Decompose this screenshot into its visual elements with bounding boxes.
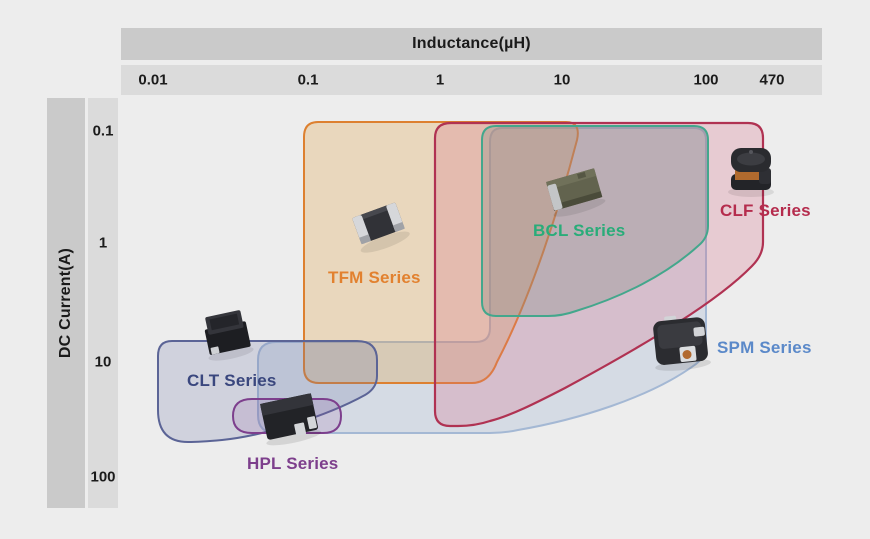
y-axis-title-band: DC Current(A) [47, 98, 85, 508]
tfm-chip-image [352, 202, 410, 253]
clt-series-label: CLT Series [187, 371, 277, 390]
bcl-series-label: BCL Series [533, 221, 626, 240]
x-tick-470: 470 [759, 71, 785, 89]
y-tick-0.1: 0.1 [92, 122, 114, 140]
x-tick-0.1: 0.1 [297, 71, 319, 89]
clt-region [157, 340, 378, 443]
clf-chip-image [728, 148, 774, 197]
hpl-series-label: HPL Series [247, 454, 339, 473]
y-tick-1: 1 [98, 234, 108, 252]
spm-series-label: SPM Series [717, 338, 812, 357]
y-axis-tick-band: 0.1 1 10 100 [88, 98, 118, 508]
x-axis-title: Inductance(µH) [412, 35, 531, 52]
x-axis-tick-band: 0.01 0.1 1 10 100 470 [121, 65, 822, 95]
x-tick-0.01: 0.01 [138, 71, 168, 89]
tfm-region [303, 121, 579, 384]
x-tick-100: 100 [693, 71, 719, 89]
y-tick-100: 100 [90, 468, 116, 486]
spm-chip-image [653, 315, 711, 371]
x-tick-10: 10 [553, 71, 571, 89]
x-tick-1: 1 [435, 71, 445, 89]
bcl-chip-image [546, 168, 606, 217]
y-tick-10: 10 [94, 353, 112, 371]
clf-series-label: CLF Series [720, 201, 811, 220]
tfm-series-label: TFM Series [328, 268, 421, 287]
x-axis-title-band: Inductance(µH) [121, 28, 822, 60]
clf-region [433, 121, 765, 428]
bcl-region [481, 125, 709, 317]
clt-chip-image [204, 310, 254, 361]
hpl-chip-image [260, 393, 322, 446]
